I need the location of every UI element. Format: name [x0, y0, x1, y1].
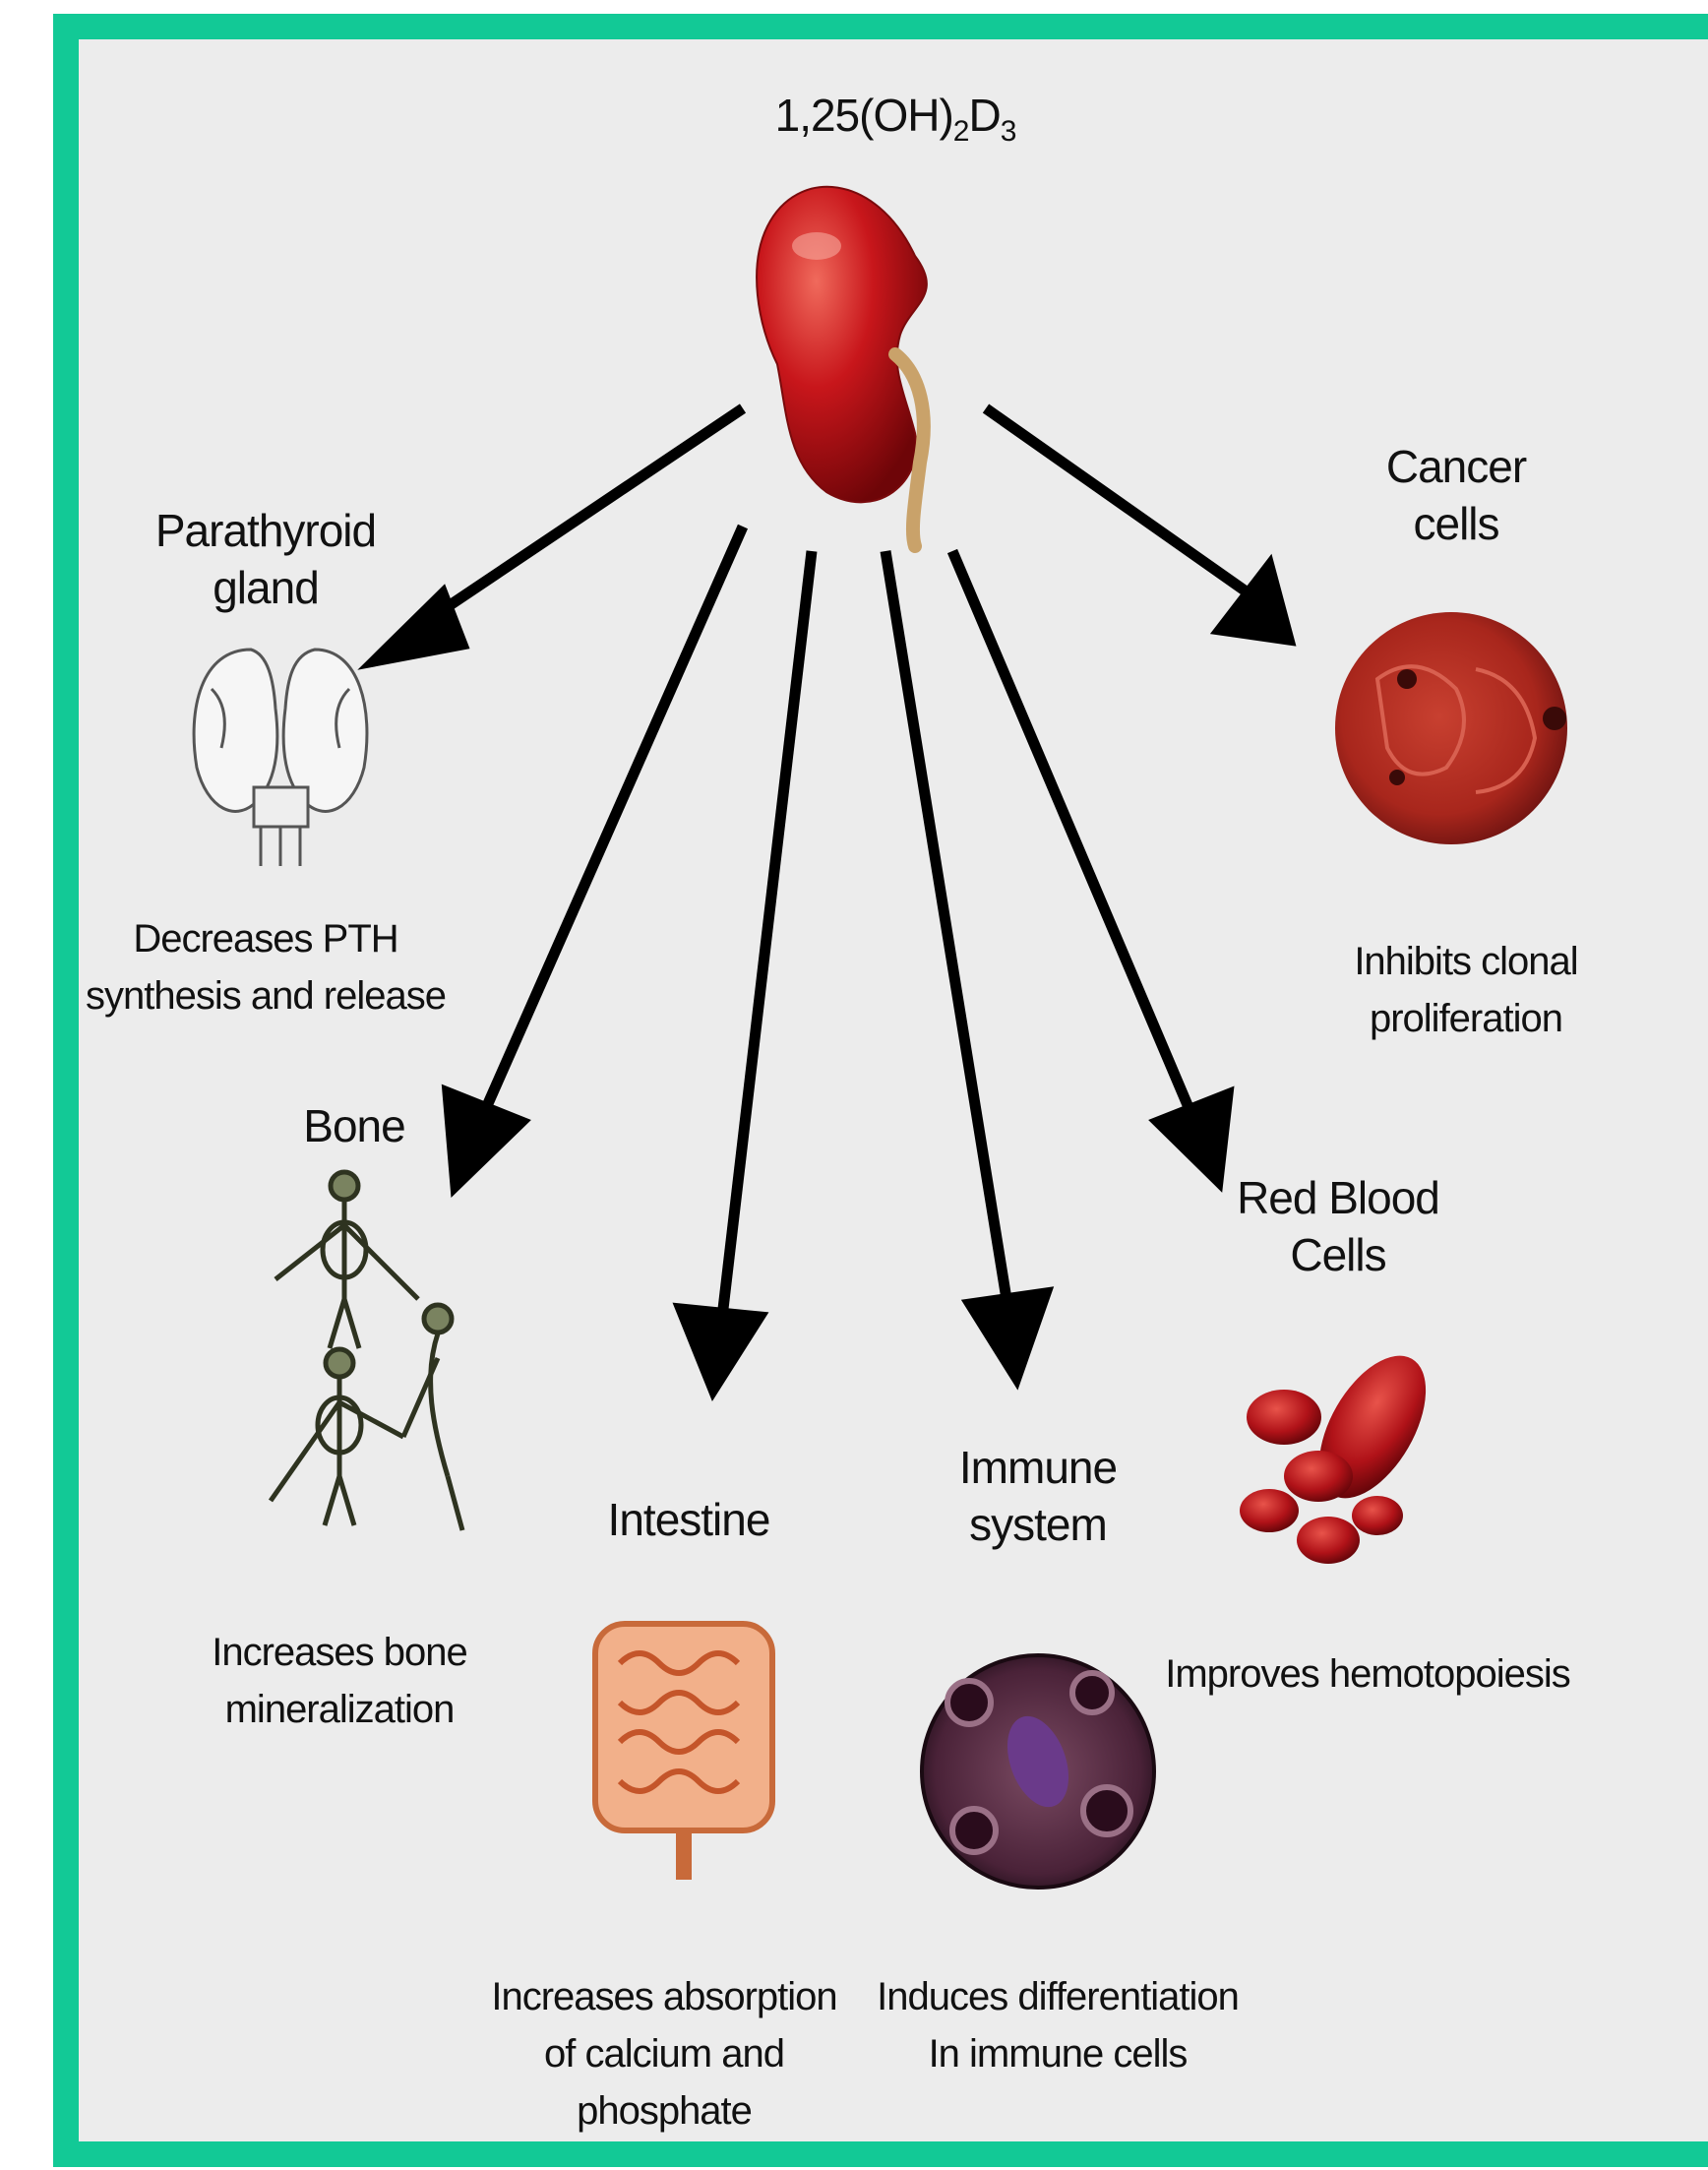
arrow-to-rbc — [952, 551, 1190, 1112]
intestine-icon — [595, 1624, 772, 1880]
center-molecule-label: 1,25(OH)2D3 — [748, 89, 1043, 149]
immune-cells-icon — [922, 1655, 1154, 1888]
bone-title: Bone — [275, 1097, 433, 1154]
cancer-cells-icon — [1335, 612, 1567, 844]
skeleton-icon — [271, 1172, 462, 1530]
arrow-to-intestine — [723, 551, 812, 1309]
rbc-effect: Improves hemotopoiesis — [1151, 1645, 1584, 1703]
arrowhead-intestine — [681, 1309, 760, 1390]
arrow-to-bone — [482, 527, 743, 1117]
arrows — [374, 408, 1289, 1390]
red-blood-cells-icon — [1240, 1338, 1447, 1564]
kidney-icon — [757, 187, 927, 546]
intestine-title: Intestine — [580, 1491, 797, 1548]
arrowhead-bone — [448, 1092, 521, 1186]
arrowhead-immune — [970, 1293, 1046, 1378]
arrow-to-parathyroid — [413, 408, 743, 630]
parathyroid-gland-icon — [194, 650, 367, 866]
arrow-to-immune — [885, 551, 1006, 1299]
arrowhead-rbc — [1158, 1094, 1228, 1181]
arrow-to-cancer — [986, 408, 1245, 590]
